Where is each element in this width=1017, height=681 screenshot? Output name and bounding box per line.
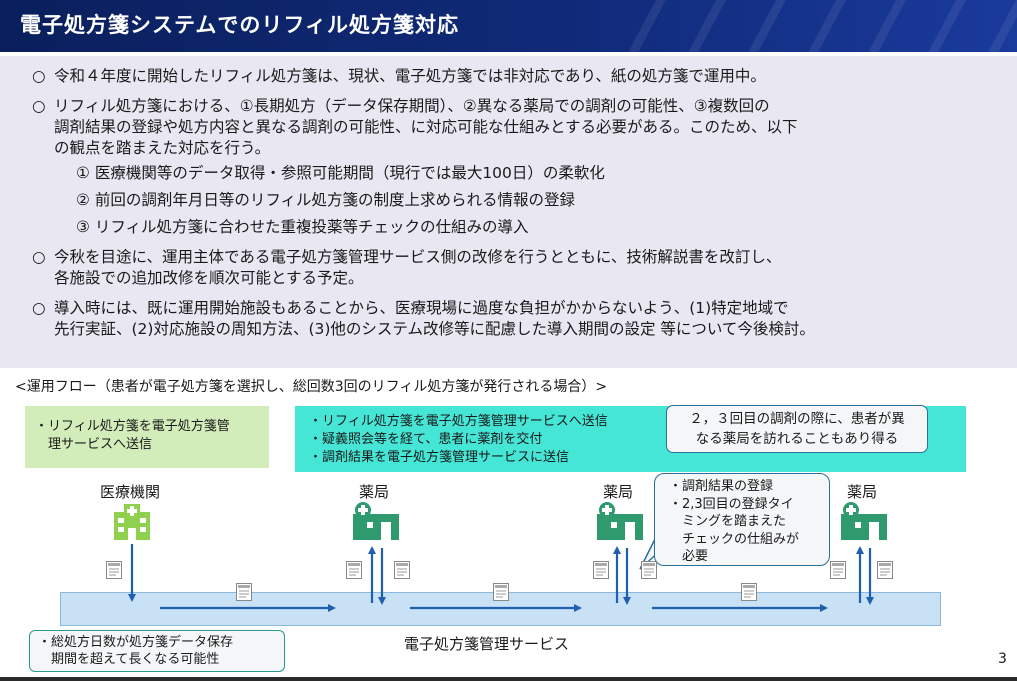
pharmacy-action-line-1: ・リフィル処方箋を電子処方箋管理サービスへ送信: [309, 414, 608, 429]
bullet-3: ○ 今秋を目途に、運用主体である電子処方箋管理サービス側の改修を行うとともに、技…: [32, 247, 992, 289]
registration-check-line-1: ・調剤結果の登録: [669, 479, 774, 494]
registration-check-callout: ・調剤結果の登録 ・2,3回目の登録タイ ミングを踏まえた チェックの仕組みが …: [654, 473, 830, 566]
page-title: 電子処方箋システムでのリフィル処方箋対応: [20, 13, 459, 37]
retention-period-note: ・総処方日数が処方箋データ保存 期間を超えて長くなる可能性: [29, 630, 285, 672]
bullet-2-sublist: ① 医療機関等のデータ取得・参照可能期間（現行では最大100日）の柔軟化 ② 前…: [54, 163, 992, 238]
different-pharmacy-line-1: ２，３回目の調剤の際に、患者が異: [689, 411, 905, 427]
hospital-action-box: ・リフィル処方箋を電子処方箋管 理サービスへ送信: [25, 406, 269, 468]
different-pharmacy-line-2: なる薬局を訪れることもあり得る: [695, 431, 899, 447]
bullet-3-line-1: 今秋を目途に、運用主体である電子処方箋管理サービス側の改修を行うとともに、技術解…: [54, 248, 782, 266]
document-icon: [394, 561, 410, 579]
bullet-3-line-2: 各施設での追加改修を順次可能とする予定。: [54, 269, 364, 287]
bullet-4: ○ 導入時には、既に運用開始施設もあることから、医療現場に過度な負担がかからない…: [32, 298, 992, 340]
document-icon: [236, 583, 252, 601]
bullet-4-line-2: 先行実証、(2)対応施設の周知方法、(3)他のシステム改修等に配慮した導入期間の…: [54, 320, 815, 338]
page-number: 3: [998, 651, 1007, 667]
document-icon: [593, 561, 609, 579]
document-icon: [641, 561, 657, 579]
bullet-1: ○ 令和４年度に開始したリフィル処方箋は、現状、電子処方箋では非対応であり、紙の…: [32, 66, 992, 87]
retention-note-line-1: ・総処方日数が処方箋データ保存: [38, 635, 234, 650]
pharmacy-3-building-icon: [841, 502, 887, 540]
document-icon: [830, 561, 846, 579]
bullet-mark: ○: [32, 248, 46, 266]
hospital-label: 医療機関: [100, 483, 161, 501]
flow-caption: <運用フロー（患者が電子処方箋を選択し、総回数3回のリフィル処方箋が発行される場…: [15, 379, 608, 395]
footer-rule: [0, 677, 1017, 681]
hospital-action-line-1: ・リフィル処方箋を電子処方箋管: [35, 419, 230, 434]
bullet-mark: ○: [32, 299, 46, 317]
pharmacy-1-label: 薬局: [359, 483, 390, 501]
bullet-4-line-1: 導入時には、既に運用開始施設もあることから、医療現場に過度な負担がかからないよう…: [54, 299, 789, 317]
pharmacy-2-label: 薬局: [603, 483, 634, 501]
registration-check-line-3: ミングを踏まえた: [669, 514, 787, 529]
retention-note-line-2: 期間を超えて長くなる可能性: [38, 652, 220, 667]
bullet-mark: ○: [32, 97, 46, 115]
document-icon: [741, 583, 757, 601]
pharmacy-3-label: 薬局: [847, 483, 878, 501]
service-label: 電子処方箋管理サービス: [404, 635, 570, 653]
document-icon: [346, 561, 362, 579]
document-icon: [493, 583, 509, 601]
bullet-2: ○ リフィル処方箋における、①長期処方（データ保存期間）、②異なる薬局での調剤の…: [32, 96, 992, 238]
different-pharmacy-callout: ２，３回目の調剤の際に、患者が異 なる薬局を訪れることもあり得る: [666, 405, 928, 453]
pharmacy-1-building-icon: [353, 502, 399, 540]
pharmacy-action-line-2: ・疑義照会等を経て、患者に薬剤を交付: [309, 432, 543, 447]
sub-item-3: ③ リフィル処方箋に合わせた重複投薬等チェックの仕組みの導入: [76, 218, 529, 236]
document-icon: [877, 561, 893, 579]
registration-check-line-4: チェックの仕組みが: [669, 531, 800, 547]
pharmacy-action-line-3: ・調剤結果を電子処方箋管理サービスに送信: [309, 450, 570, 465]
sub-item-2: ② 前回の調剤年月日等のリフィル処方箋の制度上求められる情報の登録: [76, 191, 576, 209]
bullet-mark: ○: [32, 67, 46, 85]
registration-check-line-5: 必要: [669, 549, 709, 564]
hospital-building-icon: [114, 504, 150, 540]
bullet-2-line-2: 調剤結果の登録や処方内容と異なる調剤の可能性、に対応可能な仕組みとする必要がある…: [54, 118, 798, 136]
hospital-action-line-2: 理サービスへ送信: [35, 437, 153, 452]
summary-box: ○ 令和４年度に開始したリフィル処方箋は、現状、電子処方箋では非対応であり、紙の…: [0, 56, 1017, 368]
bullet-2-line-1: リフィル処方箋における、①長期処方（データ保存期間）、②異なる薬局での調剤の可能…: [54, 97, 770, 115]
registration-check-line-2: ・2,3回目の登録タイ: [669, 496, 794, 512]
title-banner: 電子処方箋システムでのリフィル処方箋対応: [0, 0, 1017, 52]
sub-item-1: ① 医療機関等のデータ取得・参照可能期間（現行では最大100日）の柔軟化: [76, 164, 605, 182]
bullet-1-text: 令和４年度に開始したリフィル処方箋は、現状、電子処方箋では非対応であり、紙の処方…: [54, 67, 766, 85]
pharmacy-2-building-icon: [597, 502, 643, 540]
bullet-2-line-3: の観点を踏まえた対応を行う。: [54, 139, 271, 157]
document-icon: [106, 561, 122, 579]
